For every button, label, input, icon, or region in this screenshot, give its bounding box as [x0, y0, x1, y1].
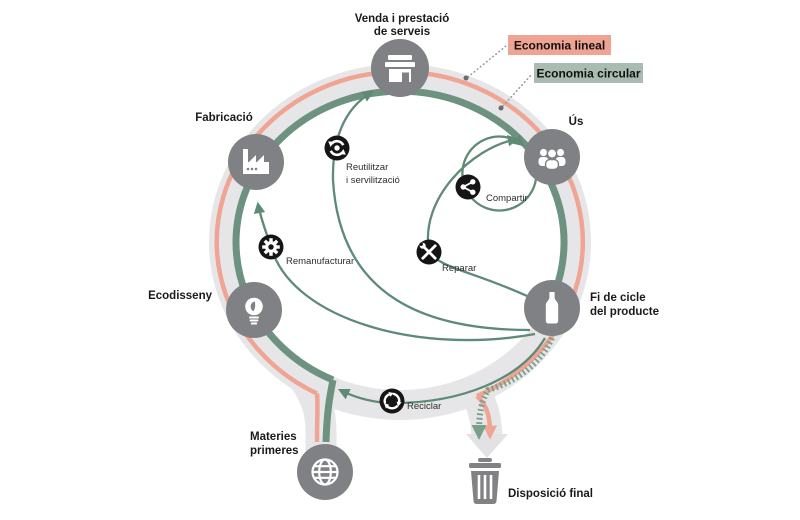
- residual-waste-line: [471, 336, 555, 440]
- us-label: Ús: [569, 115, 584, 128]
- node-fabricacio: Fabricació: [195, 112, 284, 190]
- strategy-reciclar: Reciclar: [379, 388, 441, 414]
- lightbulb-leaf-icon: [245, 297, 263, 325]
- legend-lineal-swatch: [508, 35, 611, 55]
- gear-icon: [258, 234, 284, 260]
- share-icon: [455, 174, 481, 200]
- reparar-label: Reparar: [442, 263, 476, 274]
- node-materies: Materies primeres: [250, 431, 353, 500]
- trash-icon: [469, 458, 501, 504]
- reutilitzar-label-line2: i servilització: [346, 175, 400, 186]
- reuse-icon: [324, 135, 350, 161]
- factory-icon: [243, 149, 269, 174]
- legend-circular-dot: [498, 105, 504, 111]
- compartir-label: Compartir: [486, 193, 528, 204]
- reciclar-label: Reciclar: [407, 401, 441, 412]
- legend-circular-leader: [502, 73, 533, 107]
- repair-tools-icon: [416, 239, 442, 265]
- node-fi-de-cicle: Fi de cicle del producte: [524, 280, 659, 336]
- node-disposicio: Disposició final: [469, 458, 593, 504]
- arc-reciclar: [337, 337, 546, 405]
- fabricacio-label: Fabricació: [195, 112, 253, 124]
- legend-circular-label: Economia circular: [536, 67, 640, 81]
- disposal-arrowhead: [466, 434, 508, 458]
- bottle-icon: [545, 292, 559, 324]
- node-ecodisseny: Ecodisseny: [148, 282, 282, 338]
- fi-de-cicle-label-line1: Fi de cicle: [590, 292, 646, 304]
- reutilitzar-label-line1: Reutilitzar: [346, 162, 388, 173]
- strategy-reutilitzar: Reutilitzar i servilització: [324, 135, 400, 186]
- strategy-reparar: Reparar: [416, 239, 476, 274]
- node-us: Ús: [524, 115, 583, 185]
- legend-lineal-leader: [467, 45, 507, 78]
- fi-de-cicle-label-line2: del producte: [590, 306, 659, 318]
- legend-lineal-label: Economia lineal: [514, 39, 605, 53]
- venda-label-line1: Venda i prestació: [355, 13, 450, 25]
- strategy-remanufacturar: Remanufacturar: [258, 234, 354, 267]
- strategy-compartir: Compartir: [455, 174, 528, 204]
- arc-reutilitzar: [331, 90, 531, 332]
- recycle-icon: [379, 388, 405, 414]
- venda-label-line2: de serveis: [374, 26, 430, 38]
- users-icon: [538, 148, 566, 171]
- globe-icon: [311, 458, 339, 486]
- materies-label-line1: Materies: [250, 431, 297, 443]
- remanufacturar-label: Remanufacturar: [286, 256, 354, 267]
- legend-lineal-dot: [463, 75, 469, 81]
- legend-circular-swatch: [534, 63, 643, 83]
- materies-label-line2: primeres: [250, 445, 299, 457]
- legend: Economia lineal Economia circular: [463, 35, 643, 111]
- ecodisseny-label: Ecodisseny: [148, 290, 213, 302]
- store-icon: [385, 55, 415, 82]
- strategy-arcs: [253, 90, 546, 405]
- disposicio-label: Disposició final: [508, 488, 593, 500]
- arc-remanufacturar: [253, 201, 536, 342]
- node-venda: Venda i prestació de serveis: [355, 13, 450, 97]
